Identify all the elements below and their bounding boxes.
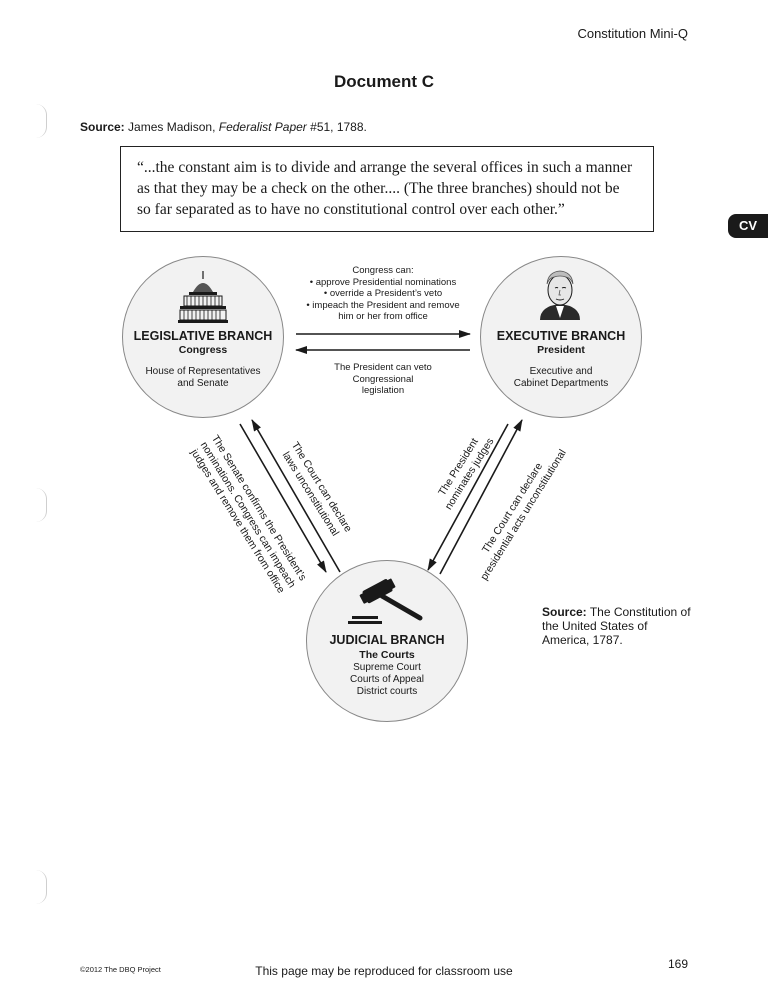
diagram-source-label: Source: xyxy=(542,605,587,619)
congress-powers-note: Congress can: • approve Presidential nom… xyxy=(290,265,476,323)
capitol-icon xyxy=(178,271,228,323)
note-line: Congress can: xyxy=(352,265,414,276)
executive-detail-line: Executive and xyxy=(529,366,593,377)
legislative-subtitle: Congress xyxy=(178,344,228,356)
page-title: Document C xyxy=(333,72,435,91)
judicial-detail-line: District courts xyxy=(356,686,418,697)
source-label: Source: xyxy=(80,120,125,134)
judicial-detail-line: Supreme Court xyxy=(353,662,421,673)
arrow-congress-to-courts xyxy=(239,423,327,573)
arrow-president-to-courts xyxy=(427,423,509,571)
legislative-detail: House of Representatives and Senate xyxy=(122,366,284,390)
president-veto-note: The President can veto Congressional leg… xyxy=(310,362,456,397)
executive-subtitle: President xyxy=(537,344,585,356)
source-author: James Madison, xyxy=(128,120,216,134)
note-line: Congressional xyxy=(352,373,414,385)
executive-detail: Executive and Cabinet Departments xyxy=(480,366,642,390)
quote-box: “...the constant aim is to divide and ar… xyxy=(120,146,654,232)
quote-text: “...the constant aim is to divide and ar… xyxy=(137,159,633,218)
page-number: 169 xyxy=(667,957,688,971)
source-rest: #51, 1788. xyxy=(310,120,367,134)
source-citation: Source: James Madison, Federalist Paper … xyxy=(80,120,367,134)
binder-hole-mark xyxy=(36,104,47,138)
note-line: The President can veto xyxy=(334,362,432,373)
judicial-detail: Supreme Court Courts of Appeal District … xyxy=(306,662,468,698)
binder-hole-mark xyxy=(36,488,47,522)
note-line: • impeach the President and remove xyxy=(306,299,460,311)
executive-detail-line: Cabinet Departments xyxy=(513,378,609,389)
note-line: • approve Presidential nominations xyxy=(309,276,457,288)
note-line: him or her from office xyxy=(338,311,428,322)
section-tab: CV xyxy=(728,214,768,238)
executive-title: EXECUTIVE BRANCH xyxy=(496,329,626,343)
legislative-title: LEGISLATIVE BRANCH xyxy=(133,329,273,343)
president-portrait-icon xyxy=(540,270,580,320)
diagram-source-text: The Constitution of the United States of… xyxy=(542,605,691,647)
running-header: Constitution Mini-Q xyxy=(577,26,688,41)
legislative-detail-line: and Senate xyxy=(177,378,229,389)
reproduction-note: This page may be reproduced for classroo… xyxy=(255,964,513,978)
judicial-title: JUDICIAL BRANCH xyxy=(329,633,445,647)
judicial-detail-line: Courts of Appeal xyxy=(350,674,424,685)
arrow-courts-to-president xyxy=(439,419,523,575)
gavel-icon xyxy=(348,578,423,624)
judicial-subtitle: The Courts xyxy=(359,649,415,661)
legislative-detail-line: House of Representatives xyxy=(145,366,261,377)
source-work: Federalist Paper xyxy=(218,120,307,134)
arrow-courts-to-congress xyxy=(251,419,341,573)
note-line: • override a President’s veto xyxy=(323,288,443,299)
note-line: legislation xyxy=(361,385,405,396)
diagram-source: Source: The Constitution of the United S… xyxy=(542,605,692,647)
binder-hole-mark xyxy=(36,870,47,904)
copyright: ©2012 The DBQ Project xyxy=(80,965,161,974)
